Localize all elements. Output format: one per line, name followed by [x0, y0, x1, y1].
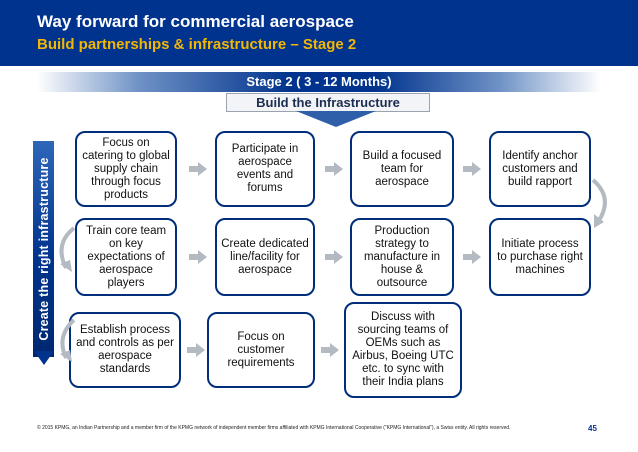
curved-arrow-icon	[60, 318, 76, 362]
right-arrow-icon	[321, 343, 339, 357]
page-title: Way forward for commercial aerospace	[37, 12, 354, 31]
down-arrow-icon	[296, 111, 376, 127]
copyright-footer: © 2015 KPMG, an Indian Partnership and a…	[37, 425, 511, 431]
step-box: Production strategy to manufacture in ho…	[350, 218, 454, 296]
step-box: Participate in aerospace events and foru…	[215, 131, 315, 207]
page-number: 45	[588, 424, 597, 433]
step-box: Identify anchor customers and build rapp…	[489, 131, 591, 207]
side-label-wrap: Create the right infrastructure	[33, 141, 54, 357]
right-arrow-icon	[463, 250, 481, 264]
right-arrow-icon	[325, 162, 343, 176]
curved-arrow-icon	[591, 178, 607, 228]
stage-label: Stage 2 ( 3 - 12 Months)	[246, 74, 392, 89]
page-subtitle: Build partnerships & infrastructure – St…	[37, 36, 357, 53]
step-box: Create dedicated line/facility for aeros…	[215, 218, 315, 296]
stage-banner: Stage 2 ( 3 - 12 Months)	[37, 72, 601, 92]
side-bar	[33, 141, 54, 357]
right-arrow-icon	[189, 250, 207, 264]
side-bar-arrow-icon	[34, 351, 54, 365]
theme-box: Build the Infrastructure	[226, 93, 430, 112]
right-arrow-icon	[325, 250, 343, 264]
curved-arrow-icon	[59, 226, 76, 272]
right-arrow-icon	[189, 162, 207, 176]
right-arrow-icon	[463, 162, 481, 176]
step-box: Focus on catering to global supply chain…	[75, 131, 177, 207]
step-box: Focus on customer requirements	[207, 312, 315, 388]
step-box: Build a focused team for aerospace	[350, 131, 454, 207]
right-arrow-icon	[187, 343, 205, 357]
side-label: Create the right infrastructure	[36, 157, 51, 341]
step-box: Establish process and controls as per ae…	[69, 312, 181, 388]
step-box: Train core team on key expectations of a…	[75, 218, 177, 296]
title-banner: Way forward for commercial aerospace Bui…	[0, 0, 638, 66]
step-box: Initiate process to purchase right machi…	[489, 218, 591, 296]
step-box: Discuss with sourcing teams of OEMs such…	[344, 302, 462, 398]
